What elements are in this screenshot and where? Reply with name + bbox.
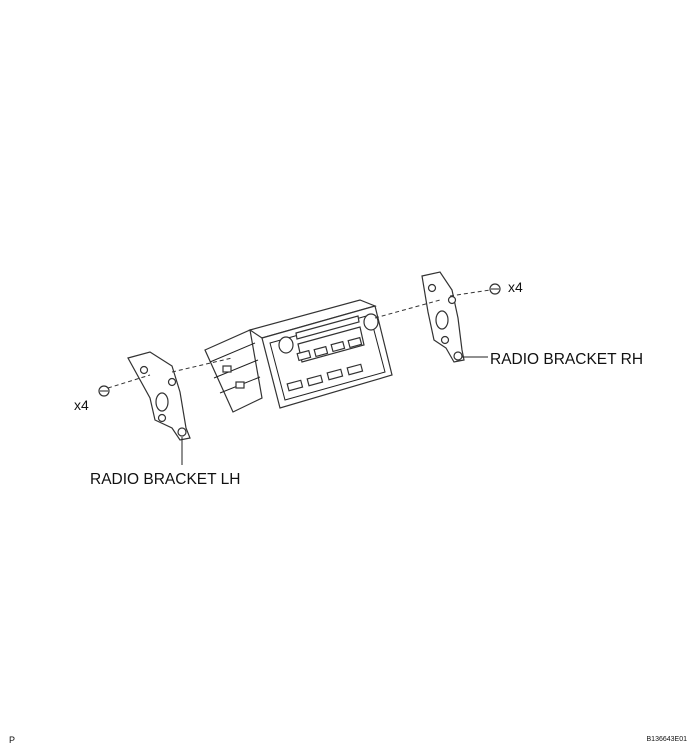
radio-bracket-rh [421,271,465,363]
label-quantity-left: x4 [74,397,89,413]
label-corner-p: P [9,735,15,745]
label-radio-bracket-lh: RADIO BRACKET LH [90,471,240,488]
label-radio-bracket-rh: RADIO BRACKET RH [490,351,643,368]
alignment-lines [107,289,491,389]
label-quantity-right: x4 [508,279,523,295]
screw-right [489,283,501,295]
radio-bracket-lh [127,351,191,441]
radio-unit [204,299,393,413]
label-figure-id: B136643E01 [647,736,688,743]
screw-left [98,385,110,397]
